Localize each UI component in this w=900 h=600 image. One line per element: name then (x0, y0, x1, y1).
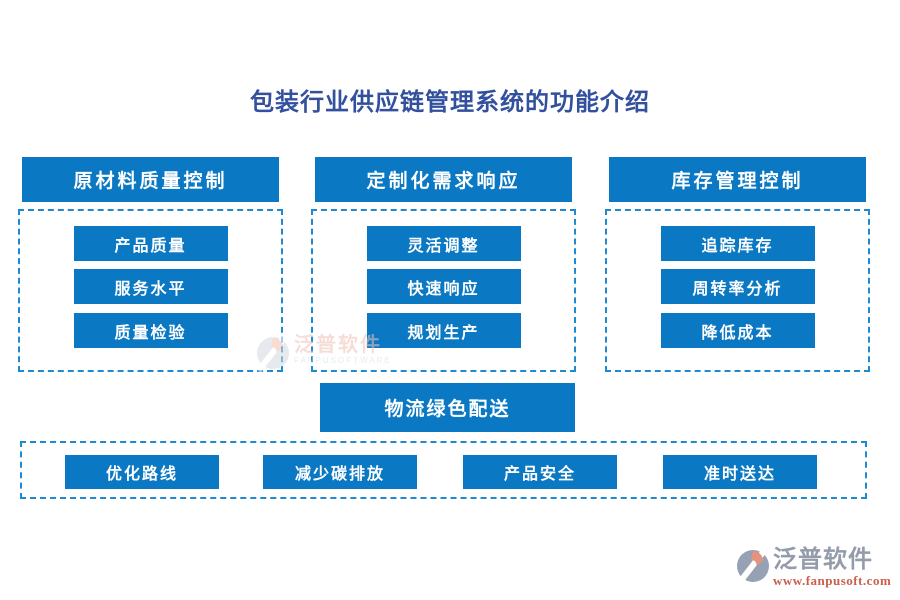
item-box: 规划生产 (366, 313, 521, 348)
column-header: 库存管理控制 (609, 157, 866, 202)
item-box: 优化路线 (65, 455, 219, 489)
column-header: 原材料质量控制 (22, 157, 279, 202)
item-box: 降低成本 (660, 313, 815, 348)
item-box: 周转率分析 (660, 269, 815, 304)
item-box: 产品质量 (73, 226, 228, 261)
item-box: 准时送达 (663, 455, 817, 489)
item-box: 质量检验 (73, 313, 228, 348)
column-inventory: 库存管理控制 追踪库存 周转率分析 降低成本 (605, 157, 870, 372)
watermark-brand-text: 泛普软件 (773, 546, 873, 573)
column-dashed-container: 产品质量 服务水平 质量检验 (18, 209, 283, 372)
column-raw-material: 原材料质量控制 产品质量 服务水平 质量检验 (18, 157, 283, 372)
column-header: 定制化需求响应 (315, 157, 572, 202)
item-box: 追踪库存 (660, 226, 815, 261)
fanpu-logo-icon (736, 547, 770, 585)
bottom-section-header: 物流绿色配送 (320, 383, 575, 432)
page-title: 包装行业供应链管理系统的功能介绍 (250, 89, 650, 116)
item-box: 灵活调整 (366, 226, 521, 261)
item-box: 产品安全 (463, 455, 617, 489)
watermark-url-text: www.fanpusoft.com (773, 573, 892, 588)
item-box: 减少碳排放 (263, 455, 417, 489)
column-custom-demand: 定制化需求响应 灵活调整 快速响应 规划生产 (311, 157, 576, 372)
column-dashed-container: 灵活调整 快速响应 规划生产 (311, 209, 576, 372)
watermark-footer: 泛普软件 www.fanpusoft.com (736, 547, 891, 588)
column-dashed-container: 追踪库存 周转率分析 降低成本 (605, 209, 870, 372)
bottom-dashed-container: 优化路线 减少碳排放 产品安全 准时送达 (20, 441, 867, 499)
item-box: 快速响应 (366, 269, 521, 304)
item-box: 服务水平 (73, 269, 228, 304)
